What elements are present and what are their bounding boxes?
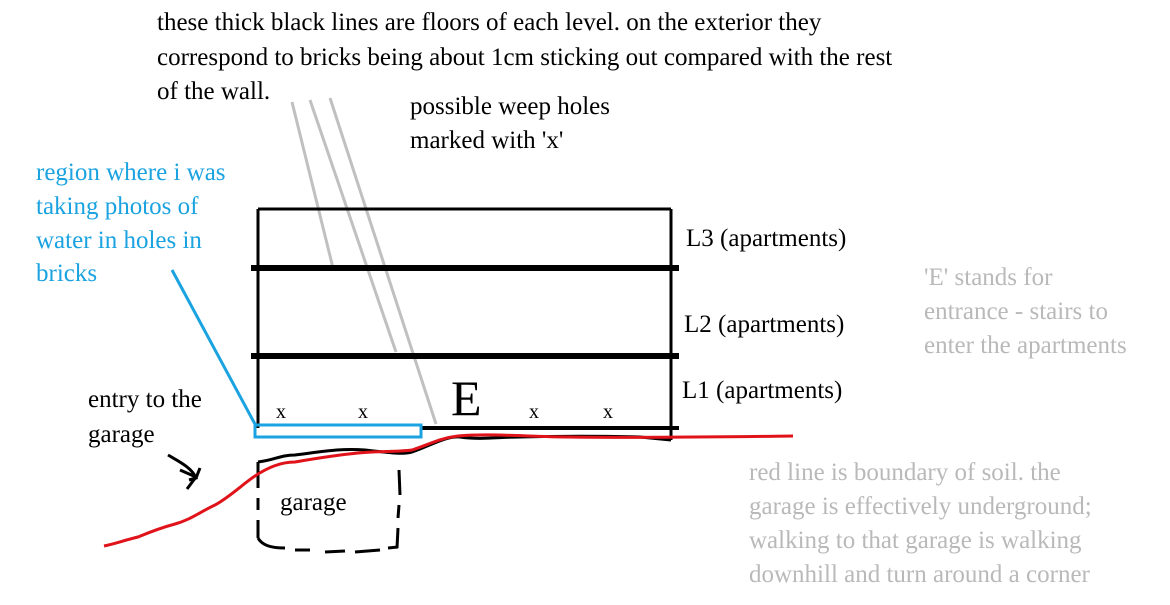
soil-note-line-2: garage is effectively underground; <box>749 493 1092 520</box>
photo-note-line-2: taking photos of <box>36 193 199 220</box>
weep-hole-marker-1: x <box>276 401 286 423</box>
level-label-l2: L2 (apartments) <box>684 311 845 338</box>
weep-hole-marker-2: x <box>358 401 368 423</box>
photo-region-pointer <box>170 269 258 427</box>
building-outline <box>251 207 679 440</box>
garage-right-dashes <box>397 469 402 496</box>
entrance-marker: E <box>451 370 482 426</box>
guide-lines <box>290 97 438 425</box>
garage-label: garage <box>280 489 347 516</box>
photo-note-line-3: water in holes in <box>36 227 202 254</box>
guide-line-1 <box>290 101 335 269</box>
garage-outline <box>256 462 402 554</box>
level-label-l1: L1 (apartments) <box>682 377 843 404</box>
floor-note-line-1: these thick black lines are floors of ea… <box>157 9 822 36</box>
garage-entry-line-1: entry to the <box>88 386 202 413</box>
entrance-note-line-2: entrance - stairs to <box>924 298 1108 325</box>
soil-boundary-line <box>103 433 794 548</box>
guide-line-3 <box>328 97 438 425</box>
garage-entry-line-2: garage <box>88 421 155 448</box>
weep-note-line-2: marked with 'x' <box>410 127 564 154</box>
floor-note-line-3: of the wall. <box>157 78 271 105</box>
photo-note-line-4: bricks <box>36 260 98 287</box>
soil-note-line-1: red line is boundary of soil. the <box>749 459 1061 486</box>
weep-note-line-1: possible weep holes <box>410 93 610 120</box>
soil-note-line-3: walking to that garage is walking <box>749 527 1082 554</box>
level-label-l3: L3 (apartments) <box>686 225 847 252</box>
weep-hole-marker-4: x <box>603 401 613 423</box>
guide-line-2 <box>308 99 398 353</box>
soil-note-line-4: downhill and turn around a corner <box>749 561 1090 588</box>
floor-note-line-2: correspond to bricks being about 1cm sti… <box>157 44 893 71</box>
entrance-note-line-1: 'E' stands for <box>924 264 1053 291</box>
entrance-note-line-3: enter the apartments <box>924 332 1127 359</box>
photo-region-box <box>253 423 423 439</box>
weep-hole-marker-3: x <box>529 401 539 423</box>
photo-note-line-1: region where i was <box>36 159 226 186</box>
